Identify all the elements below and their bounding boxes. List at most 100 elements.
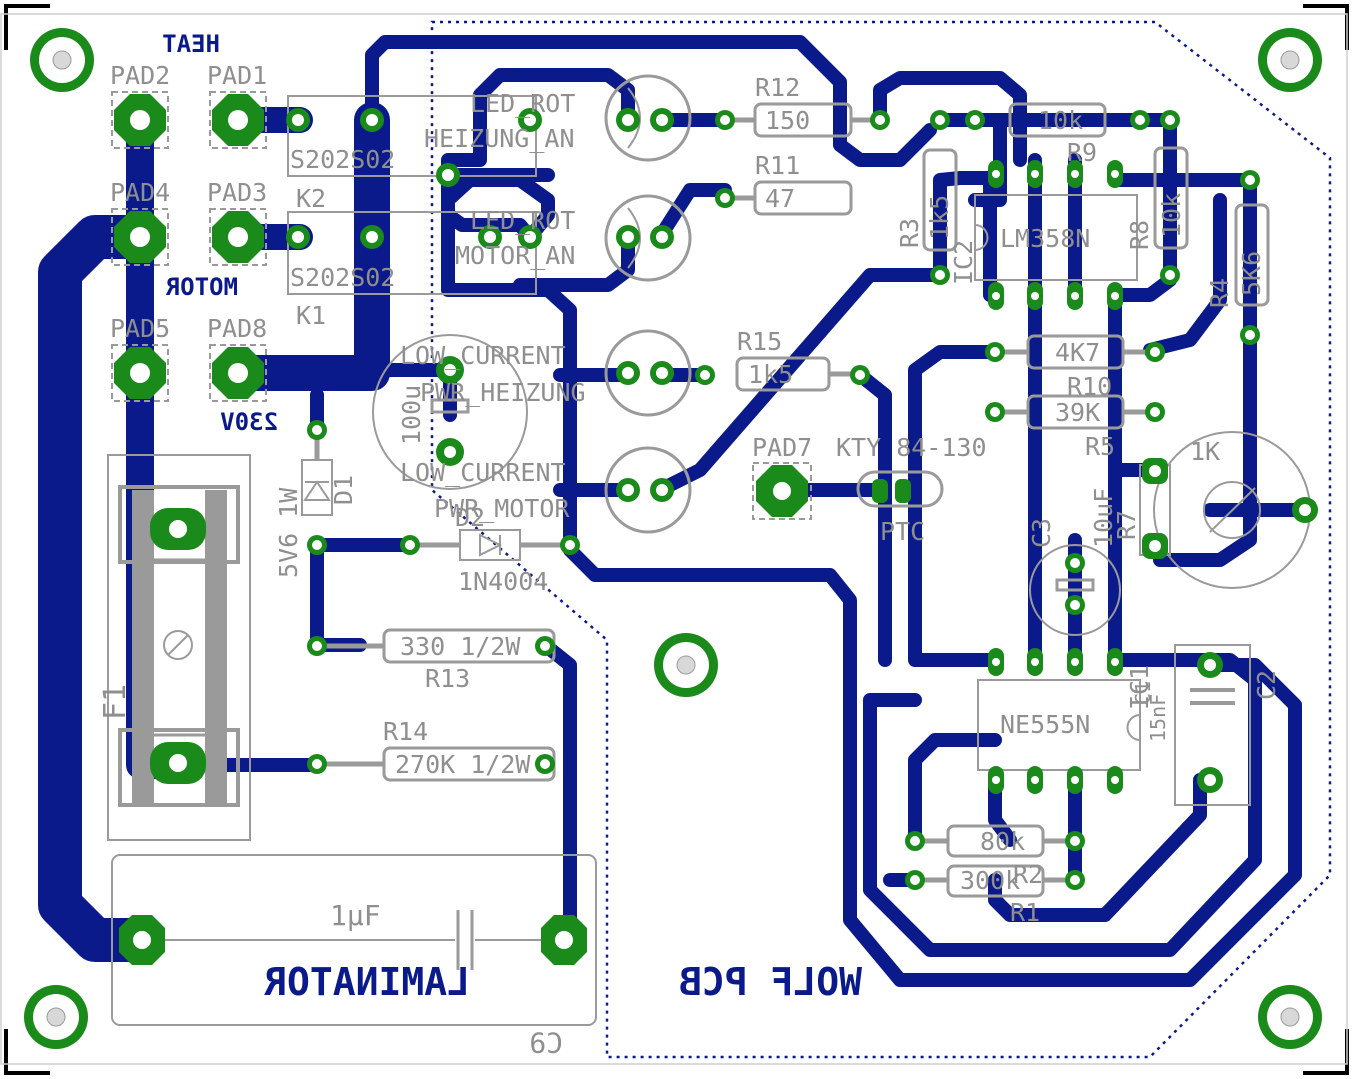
pad1-label: PAD1 (207, 61, 267, 90)
r1-label: R1 (1010, 898, 1040, 927)
pwr-motor: PWR_MOTOR (434, 494, 570, 523)
silk-labels: PAD2 PAD1 PAD4 PAD3 PAD5 PAD8 PAD7 K2 K1… (98, 61, 1281, 1059)
ptc-label: PTC (880, 517, 925, 546)
fuse-pad-bottom (150, 742, 206, 784)
pad5-label: PAD5 (110, 314, 170, 343)
r8-label: R8 (1125, 220, 1154, 250)
board-outline (0, 13, 1348, 1065)
mounting-hole-bottom-right (1258, 985, 1322, 1049)
c9-label: C9 (529, 1026, 563, 1059)
pad8 (209, 344, 267, 402)
r9-value: 10k (1038, 106, 1083, 135)
heat-label: HEAT (162, 30, 220, 58)
r3-value: 1k5 (925, 195, 954, 240)
f1-label: F1 (98, 684, 133, 720)
c1-value: 15nF (1146, 694, 1170, 742)
silkscreen (107, 74, 1311, 1026)
kty-label: KTY 84-130 (836, 433, 987, 462)
r15-label: R15 (737, 327, 782, 356)
heizung-an: HEIZUNG_AN (424, 124, 575, 153)
r12-value: 150 (765, 106, 810, 135)
wolf-pcb-label: WOLF PCB (679, 960, 862, 1004)
pad4 (111, 208, 169, 266)
pad5 (111, 344, 169, 402)
c9-pad-left (119, 915, 165, 965)
r3-label: R3 (895, 218, 924, 248)
r11-value: 47 (765, 184, 795, 213)
led-rot-1: LED_ROT (470, 89, 575, 118)
cap-c9-outline (111, 854, 597, 1026)
pads (24, 28, 1322, 1049)
s202s02-top: S202S02 (290, 145, 395, 174)
ic1-label: IC1 (1125, 665, 1154, 710)
c3-label: C3 (1027, 518, 1056, 548)
r2-value: 80k (980, 827, 1025, 856)
laminator-label: LAMINATOR (264, 960, 470, 1004)
motor-an: MOTOR_AN (455, 241, 575, 270)
led-rot-2: LED_ROT (470, 206, 575, 235)
pad4-label: PAD4 (110, 178, 170, 207)
d1-label: D1 (329, 475, 358, 505)
pad7-label: PAD7 (752, 433, 812, 462)
mounting-hole-bottom-left (24, 985, 88, 1049)
pwr-heizung: PWR_HEIZUNG (420, 378, 586, 407)
pad2 (111, 91, 169, 149)
r15-value: 1k5 (748, 360, 793, 389)
ic1-outline (977, 679, 1141, 771)
r11-label: R11 (755, 151, 800, 180)
r1-value: 300k (960, 866, 1020, 895)
pad3 (209, 208, 267, 266)
relay-k2-outline (287, 95, 537, 177)
r4-value: 5K6 (1237, 251, 1266, 296)
d2-value: 1N4004 (458, 567, 548, 596)
ic2-label: IC2 (949, 240, 978, 285)
ic2-pins (988, 160, 1123, 310)
r5-value: 39K (1055, 398, 1100, 427)
r7-label: R7 (1112, 510, 1141, 540)
r7-value: 1K (1190, 437, 1220, 466)
motor-label: MOTOR (165, 273, 238, 301)
c9-value: 1µF (330, 899, 381, 932)
pad8-label: PAD8 (207, 314, 267, 343)
r14-label: R14 (383, 717, 428, 746)
s202s02-bottom: S202S02 (290, 263, 395, 292)
mounting-hole-top-left (30, 28, 94, 92)
d2-label: D2 (455, 503, 485, 532)
ic2-value: LM358N (1000, 224, 1090, 253)
mounting-hole-top-right (1258, 28, 1322, 92)
r10-value: 4K7 (1055, 338, 1100, 367)
fuse-f1 (107, 454, 251, 841)
r12-label: R12 (755, 73, 800, 102)
ic2-outline (974, 194, 1138, 281)
c3-value: 10uF (1089, 488, 1118, 548)
led-pwr-heizung (604, 329, 692, 417)
r4-label: R4 (1205, 278, 1234, 308)
relay-k1-outline (287, 211, 537, 295)
r8-value: 10k (1157, 193, 1186, 238)
k2-label: K2 (296, 184, 326, 213)
r2-label: R2 (1013, 860, 1043, 889)
c-100u-label: 100u (397, 385, 426, 445)
led-pads (616, 108, 674, 502)
mounting-hole-center (654, 633, 718, 697)
r13-label: R13 (425, 664, 470, 693)
c9-pad-right (541, 915, 587, 965)
k1-label: K1 (296, 301, 326, 330)
r9-label: R9 (1067, 138, 1097, 167)
c1-label: C1 (1131, 681, 1155, 705)
copper-labels: HEAT MOTOR 230V LAMINATOR WOLF PCB (162, 30, 862, 1004)
ic1-value: NE555N (1000, 710, 1090, 739)
230v-label: 230V (220, 408, 278, 436)
low-current-1: LOW_CURRENT (400, 341, 566, 370)
led-pwr-motor (604, 446, 692, 534)
pad3-label: PAD3 (207, 178, 267, 207)
component-pads (307, 110, 1318, 890)
d1-value: 5V6 1W (274, 487, 303, 578)
r5-label: R5 (1085, 432, 1115, 461)
pad7 (752, 462, 812, 520)
cap-100u-outline (372, 334, 528, 490)
low-current-2: LOW_CURRENT (400, 458, 566, 487)
pad2-label: PAD2 (110, 61, 170, 90)
pad1 (209, 91, 267, 149)
